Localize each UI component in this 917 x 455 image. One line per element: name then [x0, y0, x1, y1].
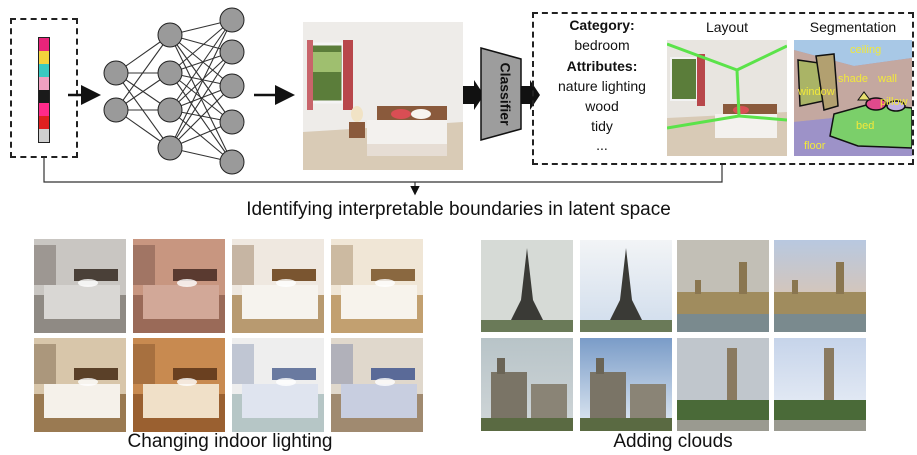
bedroom-thumbnail — [232, 239, 324, 333]
network-edge — [169, 19, 233, 111]
network-node — [219, 149, 245, 175]
left-caption: Changing indoor lighting — [127, 431, 333, 452]
network-edge — [169, 85, 233, 149]
latent-vector — [38, 37, 50, 143]
bedroom-thumbnail — [34, 239, 126, 333]
landmark-thumbnail — [580, 240, 672, 332]
latent-cell — [39, 103, 49, 116]
seg-label-bed: bed — [856, 120, 875, 132]
landmark-thumbnail — [677, 240, 769, 332]
arrow-image-to-classifier — [462, 80, 484, 110]
network-edge — [169, 51, 233, 149]
latent-cell — [39, 77, 49, 90]
network-edge — [169, 51, 233, 111]
latent-cell — [39, 129, 49, 142]
main-caption: Identifying interpretable boundaries in … — [246, 199, 671, 220]
layout-image — [666, 40, 788, 156]
latent-cell — [39, 51, 49, 64]
attribute-item: tidy — [591, 118, 613, 134]
network-edge — [169, 34, 233, 87]
bedroom-thumbnail — [133, 338, 225, 432]
network-edge — [169, 19, 233, 74]
network-node — [219, 73, 245, 99]
network-node — [219, 109, 245, 135]
seg-label-wall: wall — [878, 73, 897, 85]
seg-label-shade: shade — [838, 73, 868, 85]
layout-label: Layout — [705, 19, 749, 35]
attribute-item: wood — [585, 98, 619, 114]
segmentation-label: Segmentation — [809, 19, 897, 35]
attributes-heading: Attributes: — [566, 58, 638, 74]
latent-cell — [39, 64, 49, 77]
landmark-thumbnail — [774, 240, 866, 332]
seg-label-ceiling: ceiling — [850, 44, 882, 56]
landmark-thumbnail — [580, 338, 672, 431]
pipeline-diagram — [43, 7, 723, 196]
network-node — [157, 97, 183, 123]
bedroom-thumbnail — [133, 239, 225, 333]
category-value: bedroom — [574, 37, 630, 53]
classifier-block: Classifier — [480, 47, 522, 141]
network-node — [103, 60, 129, 86]
latent-cell — [39, 90, 49, 103]
network-node — [103, 97, 129, 123]
network-node — [157, 135, 183, 161]
bedroom-thumbnail — [34, 338, 126, 432]
right-caption: Adding clouds — [613, 431, 733, 452]
landmark-thumbnail — [481, 240, 573, 332]
network-edge — [169, 34, 233, 123]
bedroom-thumbnail — [232, 338, 324, 432]
network-node — [157, 22, 183, 48]
landmark-thumbnail — [677, 338, 769, 431]
landmark-thumbnail — [481, 338, 573, 431]
network-edge — [169, 19, 233, 149]
network-node — [219, 39, 245, 65]
network-edge — [169, 109, 233, 163]
latent-cell — [39, 116, 49, 129]
attribute-item: ... — [596, 137, 608, 153]
arrow-classifier-to-output — [520, 80, 540, 110]
network-edge — [115, 34, 171, 111]
seg-label-pillow: pillow — [880, 96, 908, 108]
seg-label-floor: floor — [804, 140, 826, 152]
classifier-output-box — [532, 12, 914, 165]
network-node — [157, 60, 183, 86]
latent-cell — [39, 38, 49, 51]
segmentation-image: ceiling shade wall window pillow bed flo… — [794, 40, 913, 156]
boundary-connector-line — [43, 158, 723, 183]
generator-network-nodes — [103, 7, 245, 175]
bedroom-thumbnail — [331, 239, 423, 333]
seg-label-window: window — [798, 86, 835, 98]
generated-bedroom-image — [303, 22, 463, 170]
bedroom-thumbnail — [331, 338, 423, 432]
attribute-item: nature lighting — [558, 78, 646, 94]
network-node — [219, 7, 245, 33]
classifier-label: Classifier — [497, 62, 513, 126]
category-heading: Category: — [569, 17, 635, 33]
latent-code-box — [10, 18, 78, 158]
landmark-thumbnail — [774, 338, 866, 431]
